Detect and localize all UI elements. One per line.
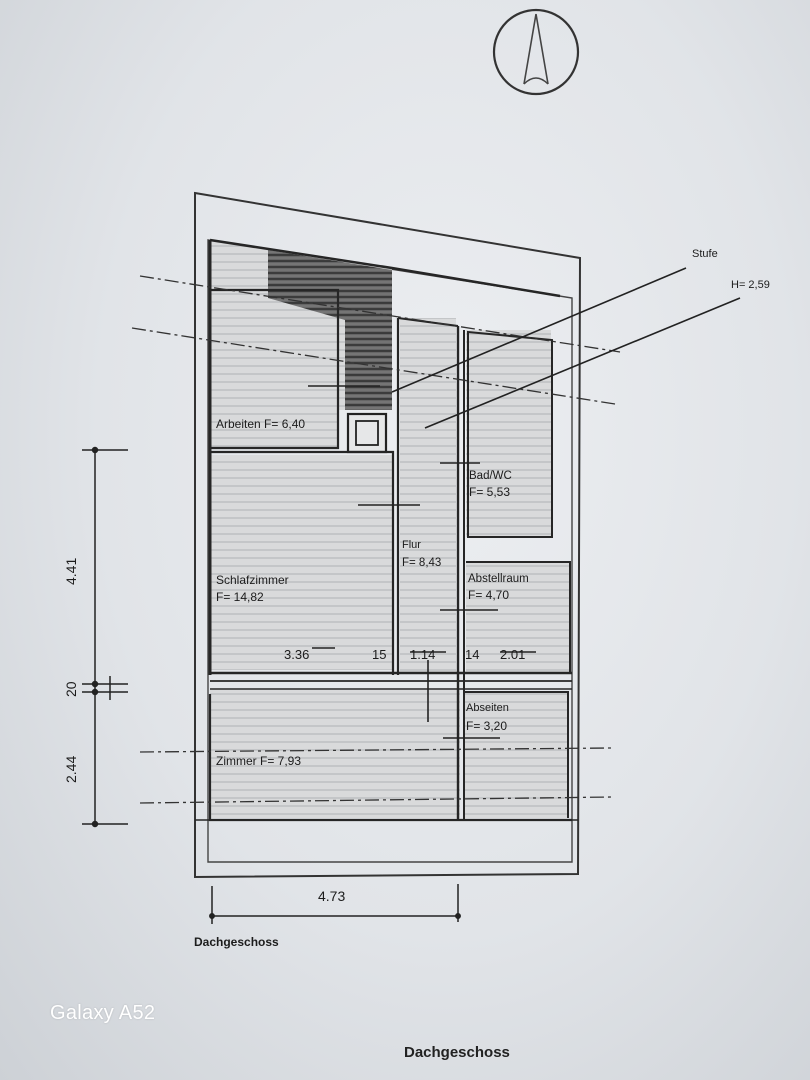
room-name-bad: Bad/WC [469, 470, 512, 482]
room-area-abseiten: F= 3,20 [466, 719, 507, 733]
dimension-row-b: 15 [372, 647, 386, 662]
room-name-abseiten: Abseiten [466, 702, 509, 714]
dimension-bottom: 4.73 [318, 888, 345, 904]
section-lines [131, 275, 621, 804]
dimension-left-mid: 20 [63, 681, 79, 697]
dimension-row-c: 1.14 [410, 647, 435, 662]
left-dimension-chain [82, 446, 128, 828]
room-label-zimmer: Zimmer F= 7,93 [216, 754, 301, 768]
dimension-row-a: 3.36 [284, 647, 309, 662]
dimension-left-lower: 2.44 [63, 756, 79, 783]
room-label-arbeiten: Arbeiten F= 6,40 [216, 417, 305, 431]
label-height: H= 2,59 [731, 279, 770, 291]
plan-caption: Dachgeschoss [194, 935, 279, 949]
north-arrow-icon [492, 8, 580, 96]
room-name-flur: Flur [402, 539, 421, 551]
room-name-schlafzimmer: Schlafzimmer [216, 573, 289, 587]
dimension-row-d: 14 [465, 647, 479, 662]
room-area-schlafzimmer: F= 14,82 [216, 590, 264, 604]
row-dimension-line [312, 647, 536, 653]
room-area-abstellraum: F= 4,70 [468, 588, 509, 602]
room-name-abstellraum: Abstellraum [468, 573, 529, 585]
dimension-row-e: 2.01 [500, 647, 525, 662]
plan-outer-border [194, 191, 582, 879]
dimension-left-upper: 4.41 [63, 558, 79, 585]
bottom-caption: Dachgeschoss [404, 1044, 510, 1061]
room-area-flur: F= 8,43 [402, 557, 441, 569]
room-area-bad: F= 5,53 [469, 485, 510, 499]
camera-watermark: Galaxy A52 [50, 1002, 156, 1024]
label-stufe: Stufe [692, 248, 718, 260]
leader-lines [308, 267, 741, 739]
bottom-dimension-line [209, 884, 461, 924]
